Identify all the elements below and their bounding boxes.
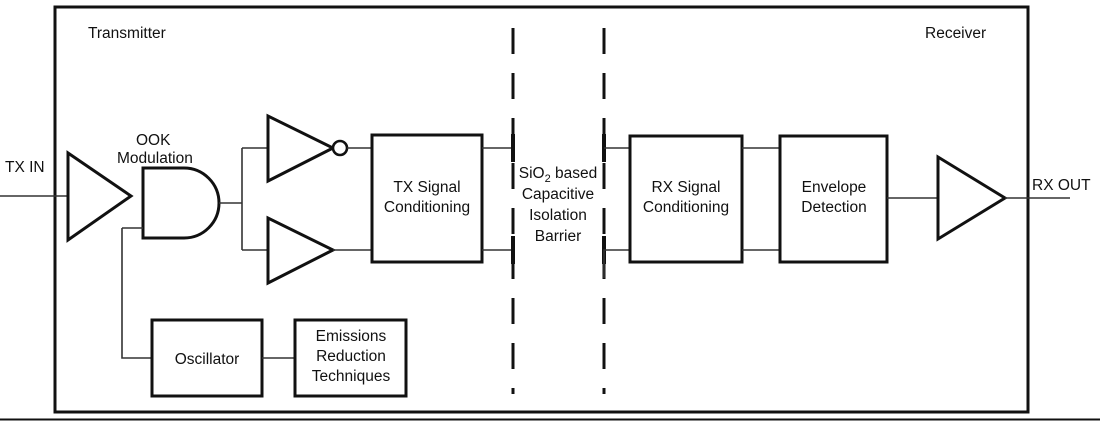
receiver-label: Receiver [925, 25, 986, 42]
envelope-detection-label-line2: Detection [801, 199, 866, 216]
emissions-reduction-label-line1: Emissions [316, 328, 387, 345]
output-buffer-gate [936, 154, 1008, 242]
barrier-label-line3: Isolation [529, 207, 587, 224]
tx-in-label: TX IN [5, 159, 45, 176]
inverter-bubble-icon [331, 139, 349, 157]
ook-modulation-label-line2: Modulation [117, 150, 193, 167]
rx-signal-conditioning-label-line1: RX Signal [652, 179, 721, 196]
emissions-reduction-label-line2: Reduction [316, 348, 386, 365]
oscillator-label: Oscillator [175, 351, 240, 368]
and-gate [141, 166, 221, 240]
tx-signal-conditioning-label-line1: TX Signal [393, 179, 460, 196]
oscillator-feedback-wire [121, 228, 152, 359]
tx-signal-conditioning-label-line2: Conditioning [384, 199, 470, 216]
ook-modulation-label-line1: OOK [136, 132, 171, 149]
emissions-reduction-block [293, 318, 408, 398]
rx-signal-conditioning-block [628, 134, 744, 264]
barrier-to-rx-wire-bottom [603, 249, 630, 278]
barrier-label-line2: Capacitive [522, 186, 594, 203]
input-buffer-gate [66, 150, 134, 243]
rx-out-label: RX OUT [1032, 177, 1091, 194]
barrier-label-line1: SiO2 based [519, 165, 598, 185]
inverter-gate [266, 113, 337, 184]
barrier-label-sio: SiO [519, 165, 545, 182]
oscillator-block [150, 318, 264, 398]
transmitter-label: Transmitter [88, 25, 166, 42]
envelope-detection-block [778, 134, 889, 264]
envelope-detection-label-line1: Envelope [802, 179, 867, 196]
device-outline [53, 5, 1030, 414]
emissions-reduction-label-line3: Techniques [312, 368, 391, 385]
barrier-label-subscript: 2 [545, 173, 551, 185]
tx-signal-conditioning-block [370, 133, 484, 264]
barrier-label-based: based [551, 165, 598, 182]
rx-signal-conditioning-label-line2: Conditioning [643, 199, 729, 216]
buffer-gate [266, 215, 337, 286]
barrier-label-line4: Barrier [535, 228, 582, 245]
